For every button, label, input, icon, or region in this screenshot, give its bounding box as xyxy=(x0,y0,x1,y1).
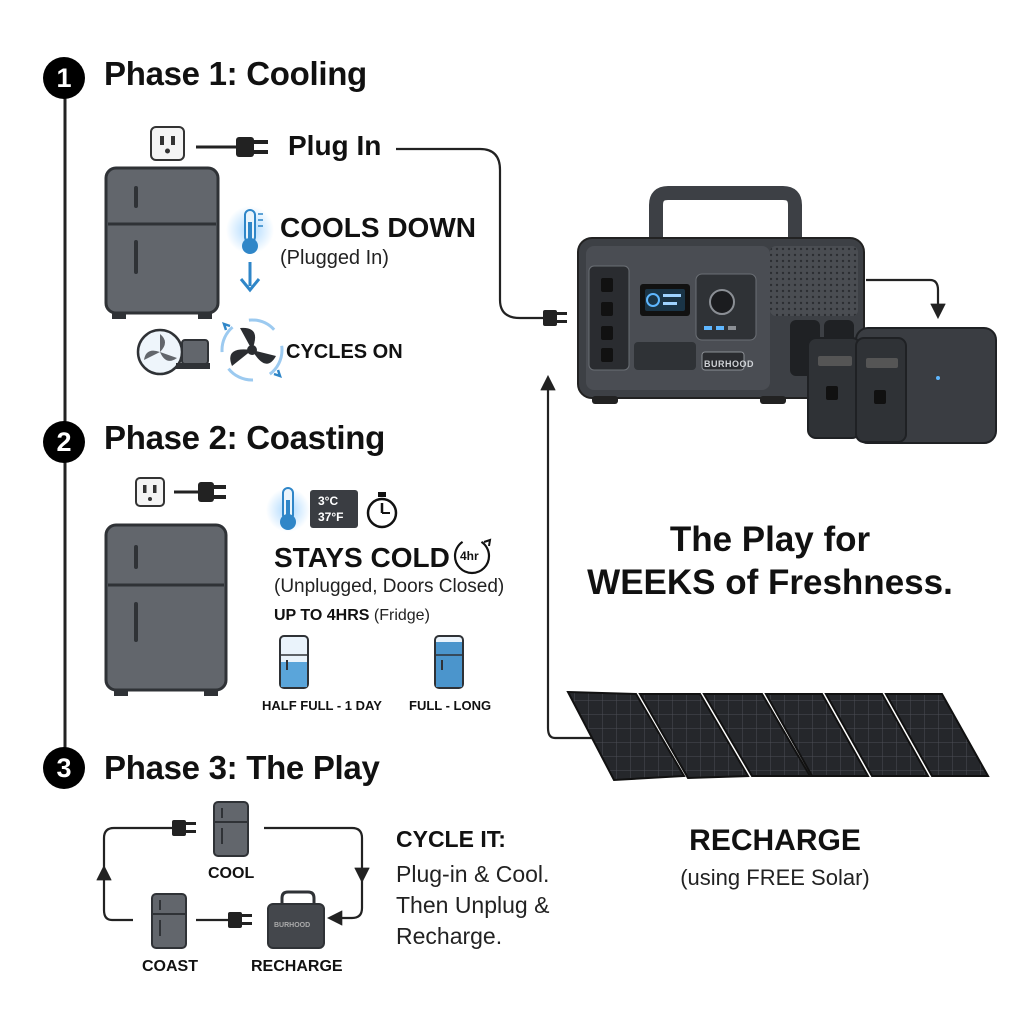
cool-label: COOL xyxy=(208,865,255,882)
compressor-fan-icon xyxy=(136,328,210,376)
station-brand-label: BURHOOD xyxy=(704,359,754,369)
phase-3-title: Phase 3: The Play xyxy=(104,749,380,786)
recharge-cycle-label: RECHARGE xyxy=(251,958,343,975)
cycle-arrow-right xyxy=(264,826,370,884)
cycle-arrow-bottom xyxy=(326,880,364,926)
cycle-it-heading: CYCLE IT: xyxy=(396,826,506,852)
connector-solar-to-station xyxy=(540,374,596,740)
outlet-icon-2 xyxy=(135,477,165,507)
solar-recharge-sub: (using FREE Solar) xyxy=(680,865,870,890)
cycle-step-1: Plug-in & Cool. xyxy=(396,861,550,887)
unplugged-plug-icon xyxy=(174,482,226,502)
plug-icon xyxy=(196,137,268,157)
stays-cold-label: STAYS COLD xyxy=(274,542,450,573)
phase-2-number: 2 xyxy=(43,421,85,463)
stopwatch-icon xyxy=(366,492,398,529)
outlet-icon xyxy=(150,126,185,161)
cycle-arrow-left xyxy=(96,864,133,922)
thermometer-icon-2 xyxy=(266,487,310,532)
solar-recharge-label: RECHARGE xyxy=(689,824,861,857)
phase-1-title: Phase 1: Cooling xyxy=(104,55,367,92)
cool-fridge-icon xyxy=(213,801,249,857)
station-plug-icon xyxy=(543,310,567,326)
recharge-station-icon xyxy=(267,890,325,949)
cycles-on-label: CYCLES ON xyxy=(286,341,403,363)
fridge-icon xyxy=(104,166,220,319)
temp-display xyxy=(310,490,358,528)
extra-battery-icon xyxy=(807,327,997,444)
fridge-icon-2 xyxy=(104,523,228,696)
cycle-plug-icon-bottom xyxy=(228,912,252,928)
plug-in-label: Plug In xyxy=(288,130,382,161)
phase-3-number: 3 xyxy=(43,747,85,789)
conditions-label: (Unplugged, Doors Closed) xyxy=(274,576,505,597)
fridge-half-full-icon xyxy=(279,635,309,689)
arrow-down-icon xyxy=(239,262,261,293)
phase-1-number: 1 xyxy=(43,57,85,99)
fan-cycling-icon xyxy=(220,318,284,382)
fridge-note-label: (Fridge) xyxy=(373,607,430,624)
up-to-label: UP TO 4HRS xyxy=(274,607,370,624)
fridge-full-icon xyxy=(434,635,464,689)
timer-badge-icon xyxy=(453,537,492,575)
coast-label: COAST xyxy=(142,958,198,975)
cools-down-label: COOLS DOWN xyxy=(280,212,476,243)
connector-plug-to-station xyxy=(396,147,545,320)
cycle-step-2: Then Unplug & xyxy=(396,892,550,918)
solar-panel-array xyxy=(566,690,990,782)
thermometer-icon xyxy=(226,206,274,254)
connector-station-to-battery xyxy=(866,278,946,320)
cycle-it-steps: Plug-in & Cool. Then Unplug & Recharge. xyxy=(396,859,549,952)
phase-2-title: Phase 2: Coasting xyxy=(104,419,385,456)
half-full-label: HALF FULL - 1 DAY xyxy=(262,698,382,713)
power-station-icon xyxy=(577,186,865,404)
temp-fahrenheit: 37°F xyxy=(318,510,344,524)
headline-line-1: The Play for xyxy=(669,520,871,559)
cycle-plug-icon-top xyxy=(172,820,196,836)
device-brand-label: BURHOOD xyxy=(274,922,311,929)
plugged-in-label: (Plugged In) xyxy=(280,247,389,269)
cycle-step-3: Recharge. xyxy=(396,923,503,949)
duration-line: UP TO 4HRS (Fridge) xyxy=(274,607,430,625)
headline-line-2: WEEKS of Freshness. xyxy=(587,563,953,602)
coast-fridge-icon xyxy=(151,893,187,949)
timer-badge-label: 4hr xyxy=(460,549,479,563)
full-label: FULL - LONG xyxy=(409,698,492,713)
temp-celsius: 3°C xyxy=(318,494,339,508)
